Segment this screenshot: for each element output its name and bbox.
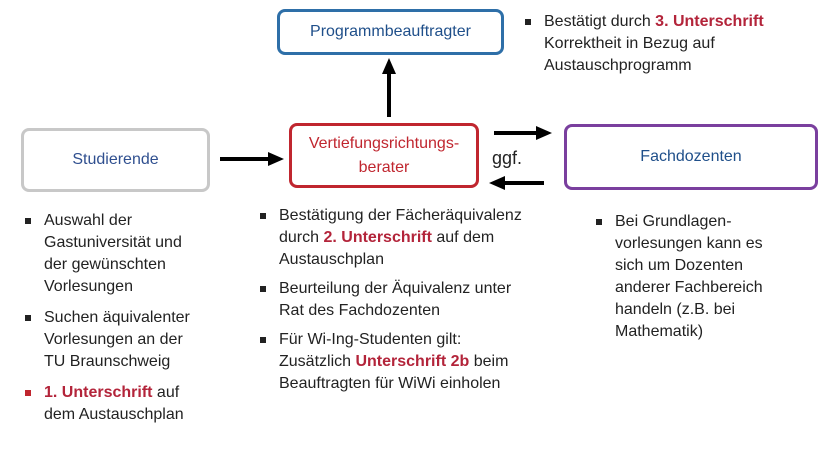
list-item: 1. Unterschrift auf dem Austauschplan xyxy=(21,382,231,426)
bullet-icon xyxy=(260,286,266,292)
signature-1-highlight: 1. Unterschrift xyxy=(44,384,153,401)
vertiefung-label-line2: berater xyxy=(358,158,410,176)
bullet-icon xyxy=(25,315,31,321)
bullet-icon xyxy=(260,213,266,219)
arrow-vertiefung-to-programm xyxy=(382,58,396,117)
studierende-box: Studierende xyxy=(21,128,210,192)
fachdozenten-notes: Bei Grundlagen- vorlesungen kann es sich… xyxy=(592,211,807,352)
fach-label: Fachdozenten xyxy=(640,148,742,165)
arrow-student-to-vertiefung xyxy=(220,152,284,166)
vertiefung-label-line1: Vertiefungsrichtungs- xyxy=(308,134,460,152)
studierende-label: Studierende xyxy=(72,151,159,168)
vertiefungsrichtungsberater-box: Vertiefungsrichtungs- berater xyxy=(289,123,479,188)
fachdozenten-box: Fachdozenten xyxy=(564,124,818,190)
bullet-icon xyxy=(25,218,31,224)
bullet-icon xyxy=(260,337,266,343)
programmbeauftragter-box: Programmbeauftragter xyxy=(277,9,504,55)
arrow-fach-to-vertiefung xyxy=(489,176,544,190)
list-item: Für Wi-Ing-Studenten gilt: Zusätzlich Un… xyxy=(256,329,586,395)
signature-2b-highlight: Unterschrift 2b xyxy=(355,353,470,370)
studierende-notes: Auswahl der Gastuniversität und der gewü… xyxy=(21,210,231,435)
list-item: Auswahl der Gastuniversität und der gewü… xyxy=(21,210,231,298)
signature-3-highlight: 3. Unterschrift xyxy=(655,13,764,30)
bullet-icon xyxy=(596,219,602,225)
programm-note-item: Bestätigt durch 3. Unterschrift Korrekth… xyxy=(521,11,821,77)
arrow-vertiefung-to-fach xyxy=(494,126,552,140)
programm-label: Programmbeauftragter xyxy=(310,23,471,40)
programm-notes: Bestätigt durch 3. Unterschrift Korrekth… xyxy=(521,11,821,86)
list-item: Suchen äquivalenter Vorlesungen an der T… xyxy=(21,307,231,373)
bullet-icon xyxy=(25,390,31,396)
bullet-icon xyxy=(525,19,531,25)
list-item: Bei Grundlagen- vorlesungen kann es sich… xyxy=(592,211,807,343)
ggf-label: ggf. xyxy=(492,148,523,168)
vertiefung-notes: Bestätigung der Fächeräquivalenz durch 2… xyxy=(256,205,586,402)
list-item: Beurteilung der Äquivalenz unter Rat des… xyxy=(256,278,586,322)
signature-2-highlight: 2. Unterschrift xyxy=(323,229,432,246)
list-item: Bestätigung der Fächeräquivalenz durch 2… xyxy=(256,205,586,271)
